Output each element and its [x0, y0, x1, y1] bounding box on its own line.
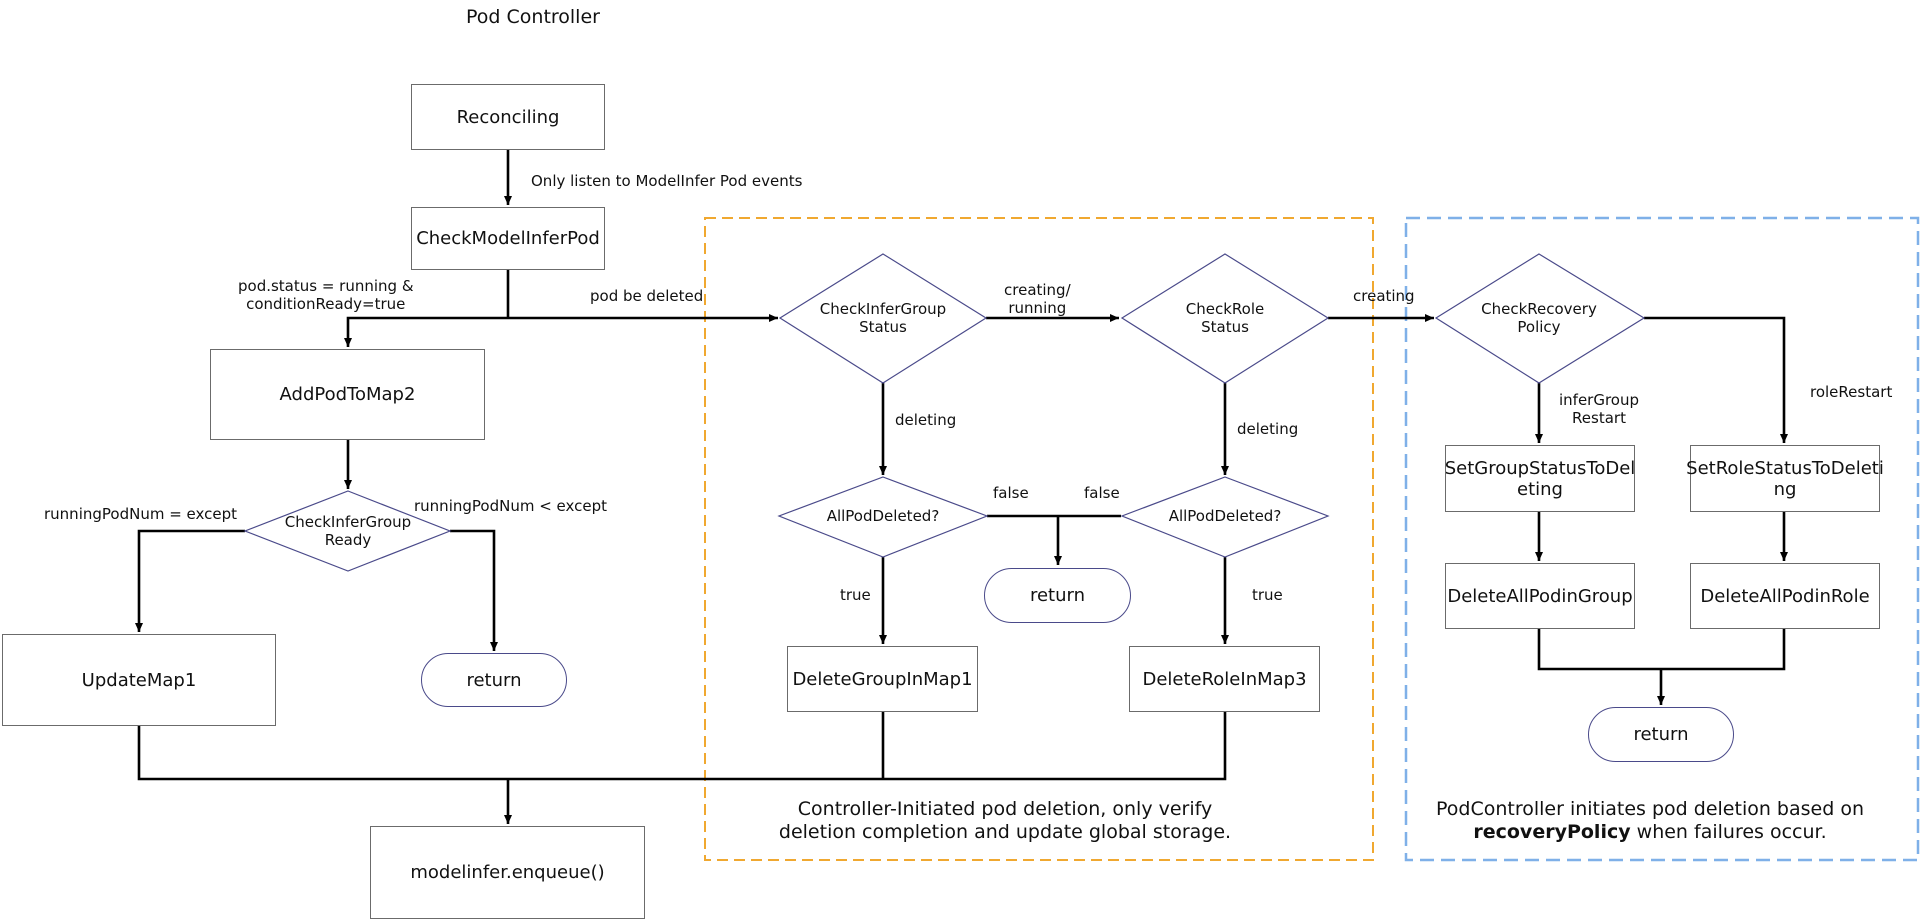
edge-label-pod-deleted: pod be deleted — [590, 287, 704, 305]
modelinfer-enqueue-node: modelinfer.enqueue() — [370, 826, 645, 919]
edge-label-running-lt: runningPodNum < except — [414, 497, 607, 515]
delete-all-pod-in-role-node: DeleteAllPodinRole — [1690, 563, 1880, 629]
edge-label-running-eq: runningPodNum = except — [44, 505, 237, 523]
recovery-policy-note-line2: recoveryPolicy when failures occur. — [1410, 821, 1890, 844]
page-title: Pod Controller — [466, 6, 600, 28]
add-pod-to-map2-node: AddPodToMap2 — [210, 349, 485, 440]
check-model-infer-pod-node: CheckModelInferPod — [411, 207, 605, 270]
edge-label-false-2: false — [1084, 484, 1120, 502]
update-map1-node: UpdateMap1 — [2, 634, 276, 726]
recovery-policy-group-box — [1404, 216, 1920, 862]
delete-group-in-map1-node: DeleteGroupInMap1 — [787, 646, 978, 712]
controller-initiated-note-line1: Controller-Initiated pod deletion, only … — [797, 798, 1213, 820]
edge-label-role-restart: roleRestart — [1810, 383, 1893, 401]
all-pod-deleted-1-label: AllPodDeleted? — [826, 507, 940, 525]
controller-initiated-group-box — [704, 217, 1374, 861]
recovery-policy-note-line1: PodController initiates pod deletion bas… — [1435, 798, 1864, 820]
set-group-status-to-deleting-node: SetGroupStatusToDel eting — [1445, 445, 1635, 512]
recovery-policy-keyword: recoveryPolicy — [1473, 821, 1631, 843]
edge-recovery-to-set-role — [1644, 316, 1788, 443]
edge-label-creating-running: creating/ running — [1004, 281, 1071, 317]
edge-label-deleting-1: deleting — [895, 411, 957, 429]
return-middle-node: return — [984, 568, 1131, 623]
return-right-node: return — [1588, 707, 1734, 762]
all-pod-deleted-1-diamond — [777, 476, 989, 558]
check-group-status-line1: CheckInferGroup — [819, 300, 947, 318]
set-role-status-line1: SetRoleStatusToDeleti — [1686, 457, 1884, 479]
delete-role-in-map3-node: DeleteRoleInMap3 — [1129, 646, 1320, 712]
delete-all-pod-in-group-node: DeleteAllPodinGroup — [1445, 563, 1635, 629]
reconciling-node: Reconciling — [411, 84, 605, 150]
edge-label-creating: creating — [1353, 287, 1415, 305]
check-role-status-line2: Status — [1201, 318, 1249, 336]
edge-label-only-listen: Only listen to ModelInfer Pod events — [531, 172, 803, 190]
recovery-policy-note: PodController initiates pod deletion bas… — [1410, 798, 1890, 844]
check-group-status-diamond — [778, 253, 988, 384]
edge-label-true-1: true — [840, 586, 871, 604]
edge-update-map1-merge — [137, 712, 1227, 781]
edge-label-true-2: true — [1252, 586, 1283, 604]
edge-to-add-pod — [344, 316, 508, 347]
edge-label-deleting-2: deleting — [1237, 420, 1299, 438]
edge-label-pod-running-line2: conditionReady=true — [246, 295, 406, 313]
edge-label-infer-group-restart: inferGroup Restart — [1559, 391, 1639, 427]
edge-label-creating-running-line1: creating/ — [1004, 281, 1071, 299]
edge-label-infer-group-restart-line2: Restart — [1572, 409, 1626, 427]
check-group-status-line2: Status — [859, 318, 907, 336]
controller-initiated-note-line2: deletion completion and update global st… — [778, 821, 1232, 843]
check-group-ready-diamond — [243, 490, 452, 572]
controller-initiated-note: Controller-Initiated pod deletion, only … — [740, 798, 1270, 844]
set-role-status-to-deleting-node: SetRoleStatusToDeleti ng — [1686, 445, 1884, 512]
return-left-node: return — [421, 653, 567, 707]
set-group-status-line1: SetGroupStatusToDel — [1444, 457, 1636, 479]
edge-label-pod-running: pod.status = running & conditionReady=tr… — [238, 277, 414, 313]
set-group-status-line2: eting — [1517, 478, 1563, 500]
check-role-status-line1: CheckRole — [1185, 300, 1265, 318]
check-role-status-diamond — [1120, 253, 1330, 384]
recovery-policy-note-line2-rest: when failures occur. — [1630, 821, 1827, 843]
edge-label-creating-running-line2: running — [1008, 299, 1067, 317]
edge-ready-to-update-map1 — [135, 529, 245, 632]
edge-label-false-1: false — [993, 484, 1029, 502]
all-pod-deleted-2-diamond — [1120, 476, 1330, 558]
check-recovery-line2: Policy — [1517, 318, 1561, 336]
set-role-status-line2: ng — [1773, 478, 1797, 500]
check-recovery-diamond — [1434, 253, 1646, 384]
edge-label-pod-running-line1: pod.status = running & — [238, 277, 414, 295]
check-recovery-line1: CheckRecovery — [1481, 300, 1597, 318]
check-group-ready-line2: Ready — [324, 531, 372, 549]
all-pod-deleted-2-label: AllPodDeleted? — [1168, 507, 1282, 525]
edge-delete-all-merge — [1537, 629, 1786, 671]
edge-ready-to-return — [450, 529, 498, 651]
edge-label-infer-group-restart-line1: inferGroup — [1559, 391, 1640, 409]
check-group-ready-line1: CheckInferGroup — [284, 513, 412, 531]
